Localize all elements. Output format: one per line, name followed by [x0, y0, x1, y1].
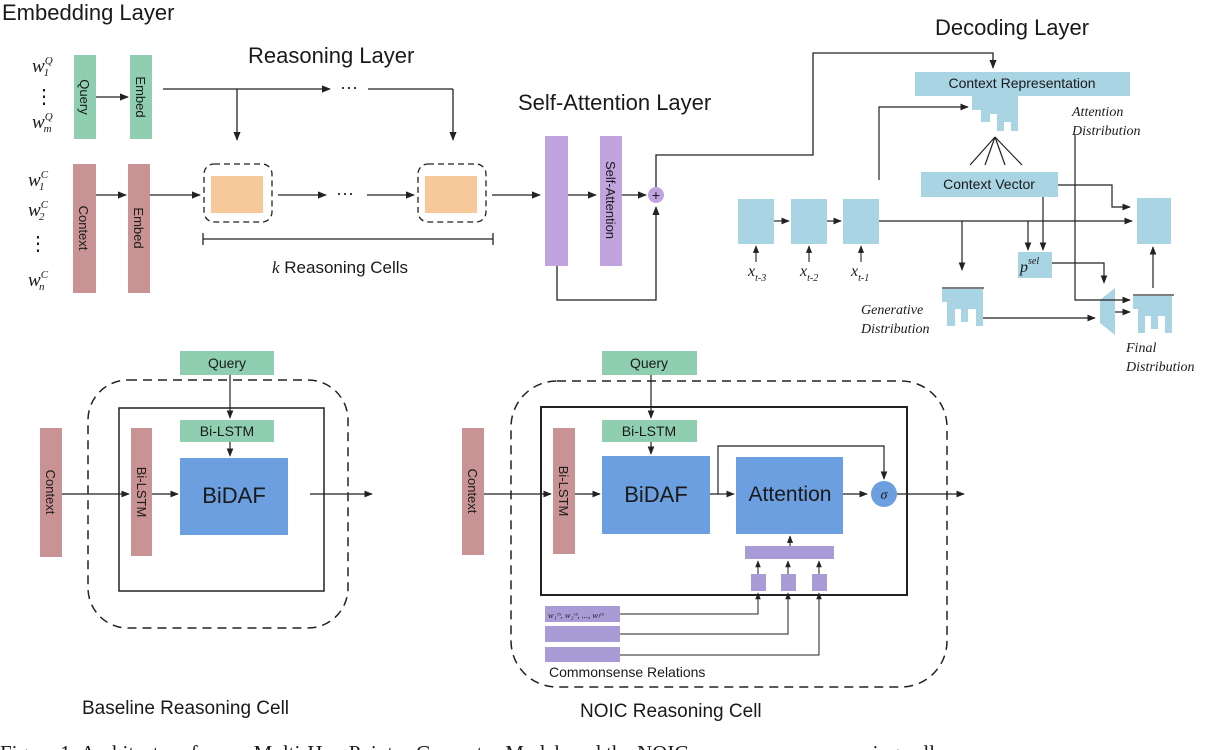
pointer-generator-switch — [1100, 288, 1115, 335]
svg-text:⋮: ⋮ — [28, 233, 48, 255]
svg-text:+: + — [652, 187, 660, 203]
baseline-query-block — [180, 351, 274, 375]
baseline-cell-outline — [87, 379, 349, 629]
p-sel-label: psel — [1019, 256, 1039, 276]
baseline-bilstm-side-block — [131, 428, 152, 556]
noic-cell-outline — [510, 380, 948, 688]
context-embed-block — [128, 164, 150, 293]
context-block — [73, 164, 96, 293]
final-distribution-histogram — [1133, 296, 1172, 333]
noic-query-block — [602, 351, 697, 375]
figure-caption: Figure 1: Architecture for our Multi-Hop… — [0, 741, 935, 750]
noic-relation-cell-3 — [812, 574, 827, 591]
commonsense-relation-row-2 — [545, 626, 620, 642]
noic-sigma-gate — [871, 481, 897, 507]
residual-add-node — [648, 187, 664, 203]
query-block — [74, 55, 96, 139]
reasoning-cells-label: k Reasoning Cells — [272, 258, 408, 277]
noic-caption: NOIC Reasoning Cell — [580, 701, 762, 722]
reasoning-layer-title: Reasoning Layer — [248, 43, 414, 68]
noic-cell-inner-box — [540, 406, 908, 596]
noic-relation-cell-1 — [751, 574, 766, 591]
input-x-t-3: xt-3 — [747, 263, 766, 284]
generative-distribution-label-2: Distribution — [860, 322, 929, 337]
baseline-bidaf-label: BiDAF — [202, 483, 266, 508]
noic-context-label: Context — [465, 469, 480, 514]
baseline-bidaf-block — [180, 458, 288, 535]
svg-text:⋮: ⋮ — [34, 86, 54, 108]
noic-bidaf-block — [602, 456, 710, 534]
noic-bilstm-side-block — [553, 428, 575, 554]
noic-bilstm-side-label: Bi-LSTM — [556, 466, 571, 517]
final-distribution-label-2: Distribution — [1125, 360, 1194, 375]
context-vector-block — [921, 172, 1058, 197]
svg-text:wC2: wC2 — [28, 199, 49, 223]
noic-attention-label: Attention — [749, 483, 832, 506]
commonsense-relations-label: Commonsense Relations — [549, 664, 705, 680]
noic-attention-block — [736, 457, 843, 534]
context-embed-label: Embed — [131, 207, 146, 248]
self-attention-layer-title: Self-Attention Layer — [518, 90, 711, 115]
self-attention-block — [600, 136, 622, 266]
noic-query-label: Query — [630, 355, 668, 371]
decoder-state-t-2 — [791, 199, 827, 244]
baseline-query-label: Query — [208, 355, 246, 371]
embedding-layer-title: Embedding Layer — [2, 0, 174, 25]
baseline-caption: Baseline Reasoning Cell — [82, 698, 289, 719]
noic-relation-cell-2 — [781, 574, 796, 591]
decoder-state-t-3 — [738, 199, 774, 244]
baseline-bilstm-side-label: Bi-LSTM — [134, 467, 149, 518]
context-representation-block — [915, 72, 1130, 96]
noic-bilstm-top-label: Bi-LSTM — [622, 423, 676, 439]
svg-text:wQ1: wQ1 — [32, 55, 53, 79]
svg-text:wCn: wCn — [28, 269, 49, 293]
context-vector-label: Context Vector — [943, 176, 1035, 192]
context-block-label: Context — [76, 206, 91, 251]
input-x-t-2: xt-2 — [799, 263, 818, 284]
attention-distribution-label-2: Distribution — [1071, 124, 1140, 139]
attention-distribution-histogram — [972, 96, 1018, 131]
noic-relation-attention-bar — [745, 546, 834, 559]
query-embed-block — [130, 55, 152, 139]
commonsense-relation-row-3 — [545, 647, 620, 662]
svg-text:wC1: wC1 — [28, 169, 49, 193]
decoder-state-t-1 — [843, 199, 879, 244]
query-block-label: Query — [77, 79, 92, 115]
baseline-context-label: Context — [43, 470, 58, 515]
baseline-context-block — [40, 428, 62, 557]
self-attention-label: Self-Attention — [603, 161, 618, 239]
svg-text:wQm: wQm — [32, 111, 53, 135]
context-representation-label: Context Representation — [948, 75, 1095, 91]
reasoning-cell-1 — [203, 163, 273, 223]
final-distribution-label-1: Final — [1125, 341, 1156, 356]
query-embed-label: Embed — [133, 76, 148, 117]
generative-distribution-label-1: Generative — [861, 303, 923, 318]
output-state-block — [1137, 198, 1171, 244]
baseline-cell-inner-box — [118, 407, 325, 592]
noic-context-block — [462, 428, 484, 555]
p-sel-block — [1018, 252, 1052, 278]
commonsense-words-label: w₁ᶜˢ, w₂ᶜˢ, ..., wₗᶜˢ — [548, 610, 605, 620]
reasoning-mid-ellipsis: ··· — [336, 183, 354, 203]
attention-distribution-label-1: Attention — [1071, 105, 1123, 120]
reasoning-top-ellipsis: ··· — [340, 77, 358, 97]
input-x-t-1: xt-1 — [850, 263, 869, 284]
baseline-bilstm-top-block — [180, 420, 274, 442]
commonsense-relation-row-1 — [545, 606, 620, 622]
generative-distribution-histogram — [942, 289, 983, 326]
decoding-layer-title: Decoding Layer — [935, 15, 1089, 40]
bilstm-output-block — [545, 136, 568, 266]
noic-bidaf-label: BiDAF — [624, 482, 688, 507]
baseline-bilstm-top-label: Bi-LSTM — [200, 423, 254, 439]
reasoning-cell-k — [417, 163, 487, 223]
svg-text:σ: σ — [881, 488, 889, 503]
noic-bilstm-top-block — [602, 420, 697, 442]
